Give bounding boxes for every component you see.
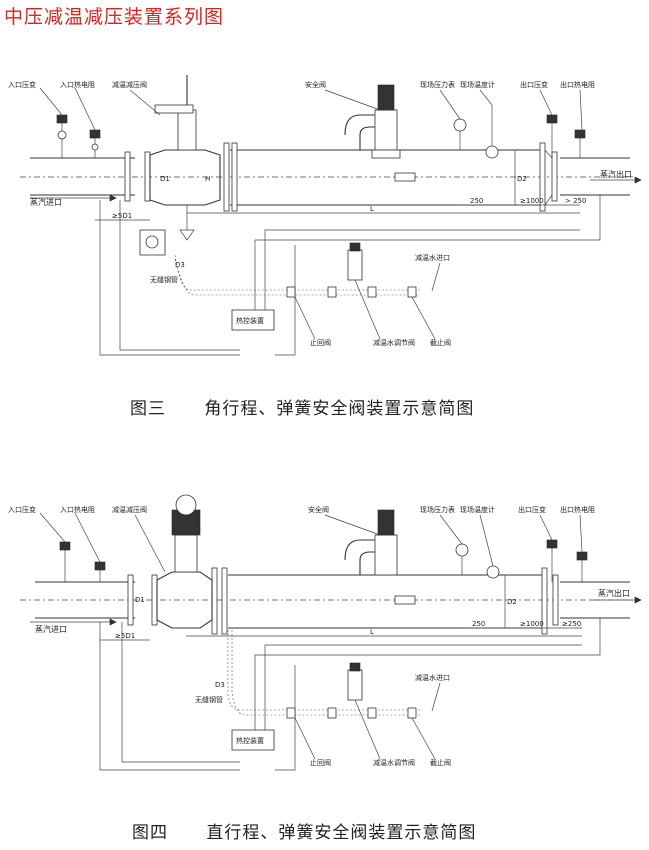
water-reg-valve-label: 减温水调节阀 xyxy=(373,758,415,767)
d3-label: D3 xyxy=(175,261,185,269)
d2-label: D2 xyxy=(507,598,517,606)
d2-label: D2 xyxy=(517,175,527,183)
dim-1000-label: ≥1000 xyxy=(520,197,544,205)
dimension-lines: D2 ≥5D1 L 250 ≥1000 ≥250 xyxy=(100,575,582,641)
water-inlet-label: 减温水进口 xyxy=(415,673,450,682)
steam-outlet-label: 蒸汽出口 xyxy=(598,588,630,598)
dim-5d1-label: ≥5D1 xyxy=(112,212,132,220)
thermal-device-label: 热控装置 xyxy=(236,736,264,745)
water-inlet-label: 减温水进口 xyxy=(415,253,450,262)
prv-label: 减温减压阀 xyxy=(112,505,147,514)
seamless-pipe-label: 无缝钢管 xyxy=(195,695,223,704)
safety-valve: 安全阀 xyxy=(308,505,398,576)
inlet-instruments: 入口压变 入口热电阻 减温减压阀 蒸汽进口 xyxy=(8,80,161,207)
prv-straight-valve: D1 xyxy=(135,494,213,629)
h-label: H xyxy=(205,175,210,183)
inlet-thermo-label: 入口热电阻 xyxy=(60,505,95,514)
inlet-thermo-label: 入口热电阻 xyxy=(60,80,95,89)
safety-valve-label: 安全阀 xyxy=(308,505,329,514)
main-pipe xyxy=(20,142,635,212)
outlet-instruments: 出口压变 出口热电阻 蒸汽出口 xyxy=(518,505,642,604)
d1-label: D1 xyxy=(135,596,145,604)
field-temp-label: 现场温度计 xyxy=(460,80,495,89)
dim-250a-label: 250 xyxy=(470,197,483,205)
outlet-instruments: 出口压变 出口热电阻 蒸汽出口 xyxy=(520,80,642,184)
field-temp-label: 现场温度计 xyxy=(460,505,495,514)
seamless-pipe-label: 无缝钢管 xyxy=(150,275,178,284)
thermal-device-label: 热控装置 xyxy=(236,316,264,325)
prv-angle-valve: D1 H xyxy=(149,75,221,241)
page-title: 中压减温减压装置系列图 xyxy=(4,6,225,28)
field-pressure-label: 现场压力表 xyxy=(420,505,455,514)
outlet-pressure-label: 出口压变 xyxy=(520,80,548,89)
outlet-pressure-label: 出口压变 xyxy=(518,505,546,514)
control-wiring xyxy=(99,195,601,356)
dim-250b-label: > 250 xyxy=(565,197,586,205)
main-pipe xyxy=(20,567,635,635)
steam-inlet-label: 蒸汽进口 xyxy=(30,197,62,207)
safety-valve: 安全阀 xyxy=(305,80,401,159)
field-pressure-label: 现场压力表 xyxy=(420,80,455,89)
dimension-lines: D2 ≥5D1 L 250 ≥1000 > 250 xyxy=(95,150,586,221)
field-instruments: 现场压力表 现场温度计 xyxy=(420,80,499,159)
dim-250b-label: ≥250 xyxy=(562,620,581,628)
field-instruments: 现场压力表 现场温度计 xyxy=(420,505,500,579)
steam-inlet-label: 蒸汽进口 xyxy=(35,624,67,634)
prv-label: 减温减压阀 xyxy=(112,80,147,89)
dim-250a-label: 250 xyxy=(472,620,485,628)
outlet-thermo-label: 出口热电阻 xyxy=(560,505,595,514)
inlet-pressure-label: 入口压变 xyxy=(8,80,36,89)
outlet-thermo-label: 出口热电阻 xyxy=(560,80,595,89)
steam-outlet-label: 蒸汽出口 xyxy=(600,169,632,179)
figure4-caption: 图四 直行程、弹簧安全阀装置示意简图 xyxy=(132,823,477,843)
dim-5d1-label: ≥5D1 xyxy=(115,632,135,640)
water-line: D3 无缝钢管 减温水进口 止回阀 减温水调节阀 截止阀 热控装置 xyxy=(195,630,451,767)
water-reg-valve-label: 减温水调节阀 xyxy=(373,338,415,347)
dim-l-label: L xyxy=(370,205,374,213)
check-valve-label: 止回阀 xyxy=(310,758,331,767)
inlet-pressure-label: 入口压变 xyxy=(8,505,36,514)
d3-label: D3 xyxy=(215,681,225,689)
d1-label: D1 xyxy=(160,175,170,183)
dim-l-label: L xyxy=(370,628,374,636)
figure4-diagram: D1 入口压变 入口热电阻 减温减压阀 蒸汽进口 安全阀 现场压力表 现场温度计 xyxy=(8,494,642,771)
stop-valve-label: 截止阀 xyxy=(430,338,451,347)
dim-1000-label: ≥1000 xyxy=(520,620,544,628)
control-wiring xyxy=(99,618,601,771)
inlet-instruments: 入口压变 入口热电阻 减温减压阀 蒸汽进口 xyxy=(8,505,166,634)
safety-valve-label: 安全阀 xyxy=(305,80,326,89)
figure3-caption: 图三 角行程、弹簧安全阀装置示意简图 xyxy=(130,399,475,419)
figure3-diagram: D1 H 入口压变 入口热电阻 减温减压阀 蒸汽进口 安全阀 现场压力表 xyxy=(8,75,642,356)
water-line: D3 无缝钢管 减温水进口 止回阀 减温水调节阀 截止阀 热控装置 xyxy=(150,242,451,347)
stop-valve-label: 截止阀 xyxy=(430,758,451,767)
check-valve-label: 止回阀 xyxy=(310,338,331,347)
